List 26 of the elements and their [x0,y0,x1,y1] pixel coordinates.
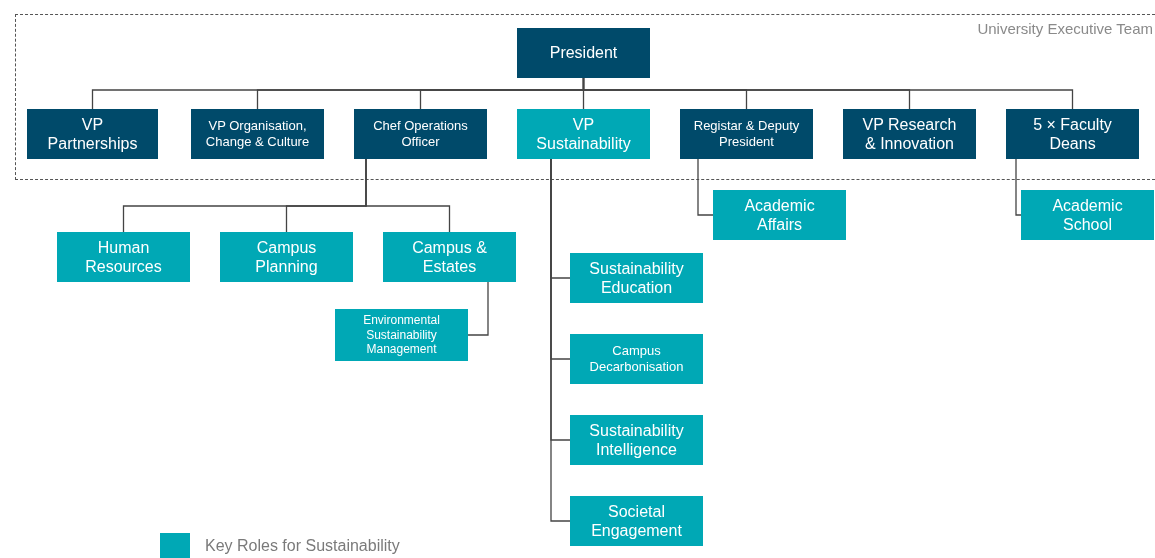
role-box: Academic Affairs [713,190,846,240]
connector-line [697,158,714,216]
legend-label: Key Roles for Sustainability [205,536,400,555]
role-box: Campus & Estates [383,232,516,282]
role-box: Sustainability Education [570,253,703,303]
role-box: Registar & Deputy President [680,109,813,159]
role-box: VP Sustainability [517,109,650,159]
role-box: Human Resources [57,232,190,282]
dashed-group-frame [15,14,1155,180]
role-box: Societal Engagement [570,496,703,546]
role-box: Campus Planning [220,232,353,282]
connector-line [582,77,1074,110]
connector-line [1015,158,1022,216]
connector-line [365,158,451,233]
connector-line [467,281,489,336]
role-box: 5 × Faculty Deans [1006,109,1139,159]
role-box: Campus Decarbonisation [570,334,703,384]
role-box: VP Research & Innovation [843,109,976,159]
role-box: President [517,28,650,78]
role-box: VP Organisation, Change & Culture [191,109,324,159]
role-box: Sustainability Intelligence [570,415,703,465]
group-title: University Executive Team [977,20,1153,37]
role-box: VP Partnerships [27,109,158,159]
role-box: Environmental Sustainability Management [335,309,468,361]
role-box: Chef Operations Officer [354,109,487,159]
role-box: Academic School [1021,190,1154,240]
